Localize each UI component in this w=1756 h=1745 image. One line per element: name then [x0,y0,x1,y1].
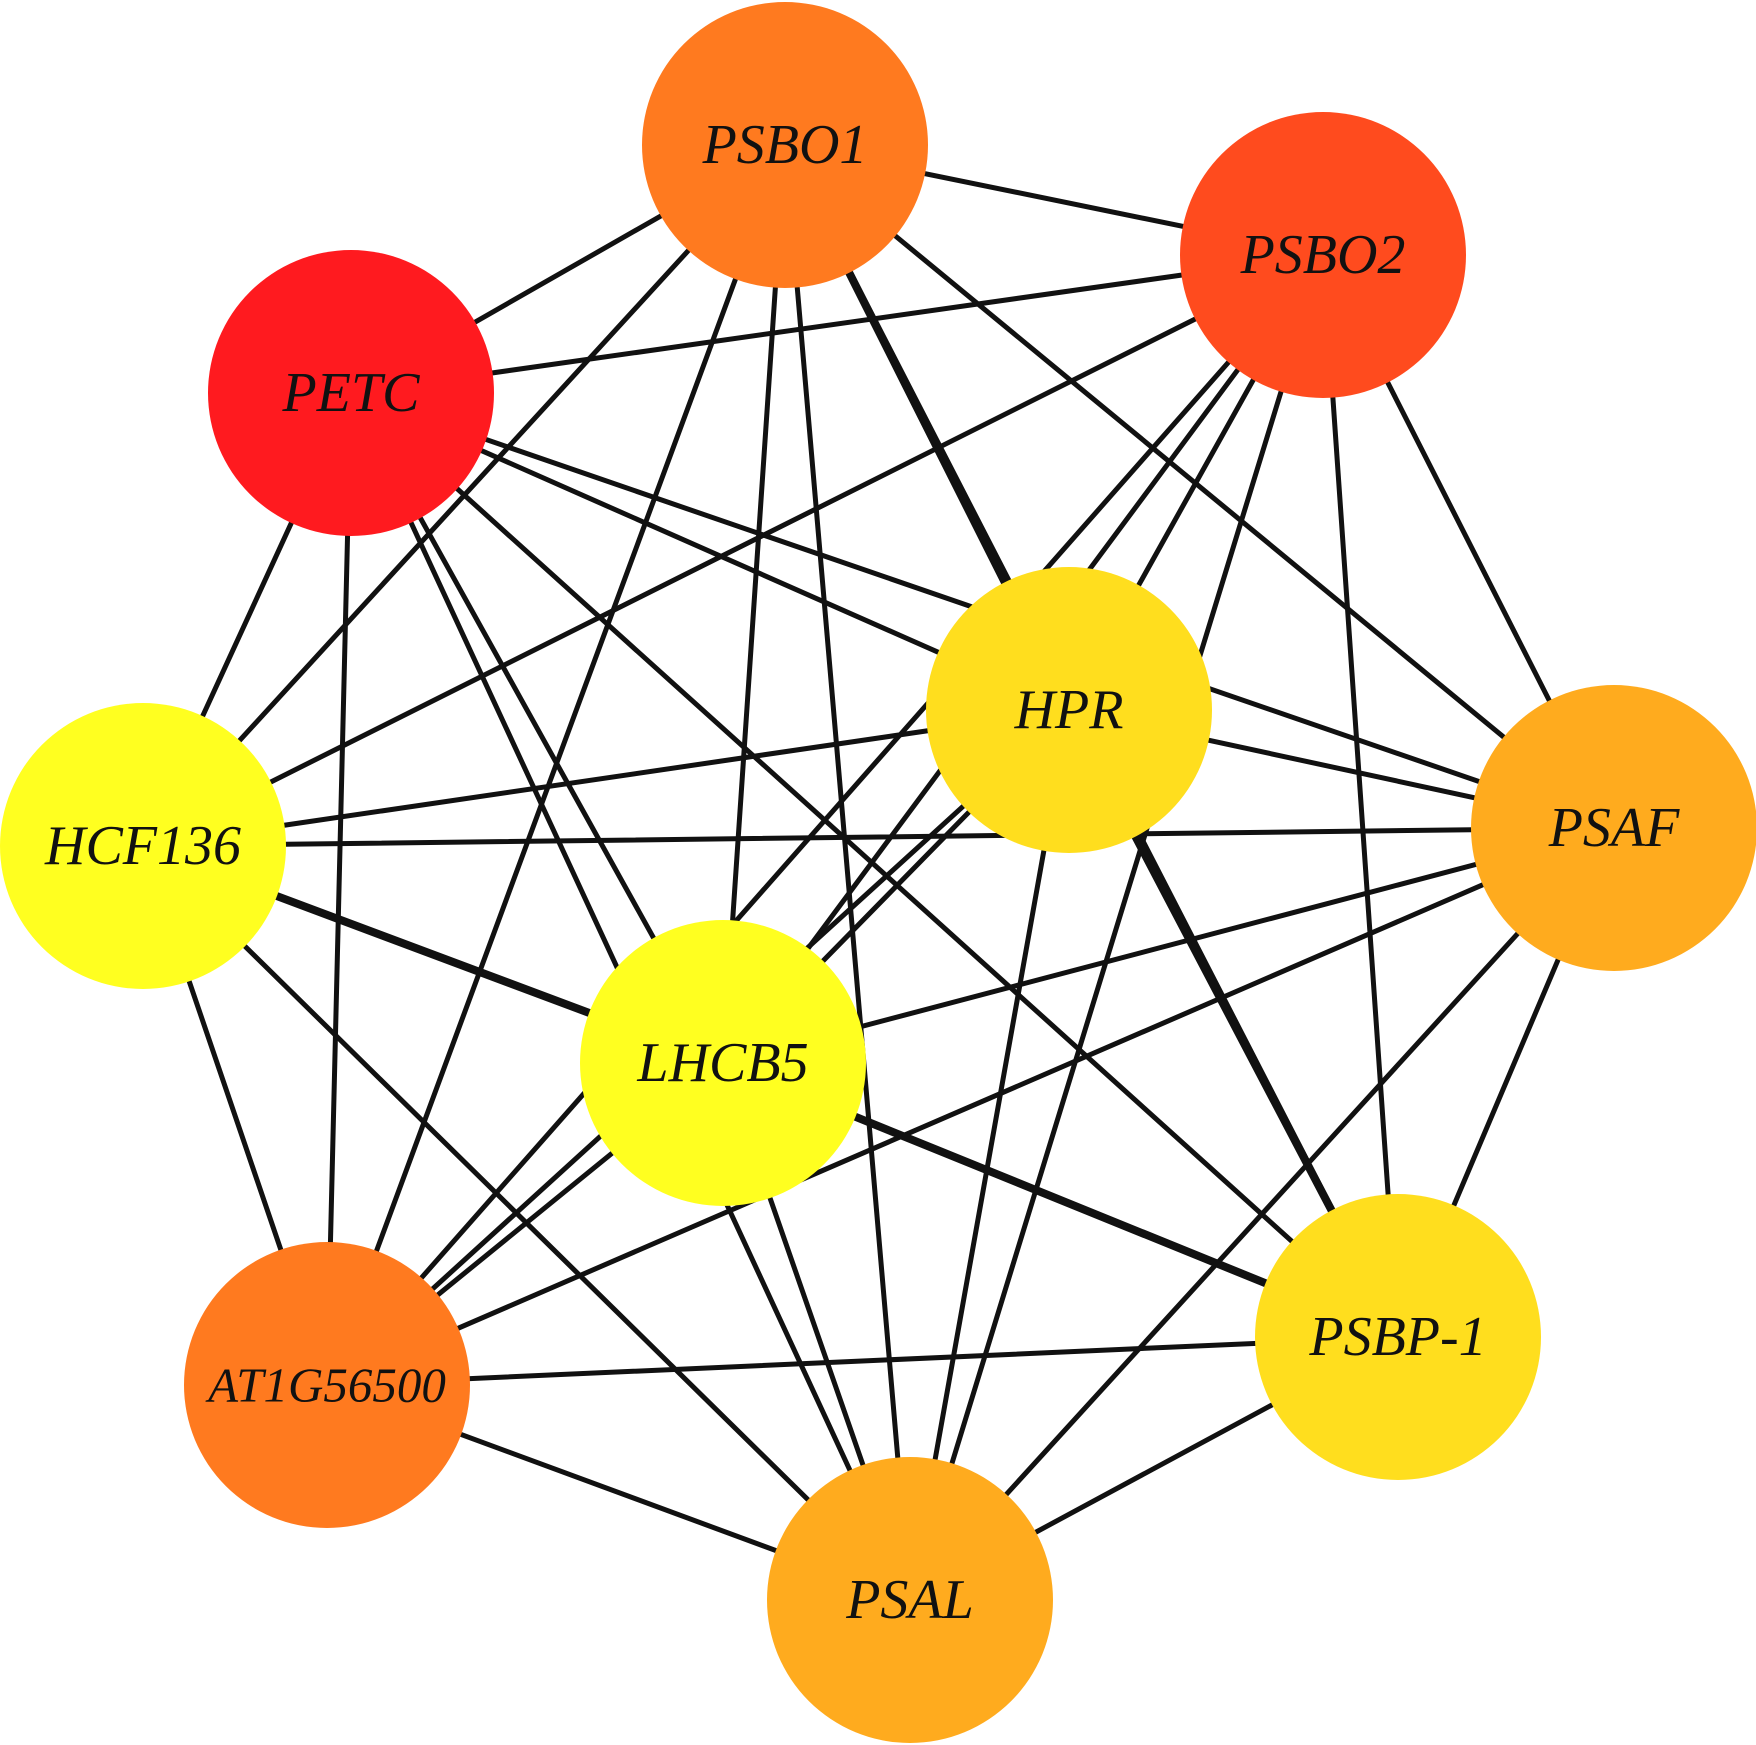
node-circle-hpr [926,567,1212,853]
node-label-psal: PSAL [845,1569,974,1631]
node-label-psaf: PSAF [1548,797,1680,859]
node-lhcb5: LHCB5 [580,920,866,1206]
node-circle-psbo2 [1180,112,1466,398]
edge-psbo2-psbp-1 [1320,252,1401,1340]
node-label-lhcb5: LHCB5 [636,1032,808,1094]
edge-petc-psbp-1 [348,390,1401,1340]
edge-psbo2-hcf136 [140,252,1326,849]
node-label-psbo1: PSBO1 [702,114,868,176]
node-circle-psal [767,1457,1053,1743]
edge-psbo2-psal [907,252,1326,1603]
node-psaf: PSAF [1471,685,1756,971]
node-psbo2: PSBO2 [1180,112,1466,398]
node-petc: PETC [208,250,494,536]
node-psbp-1: PSBP-1 [1255,1194,1541,1480]
edge-psaf-hcf136 [140,825,1617,849]
edge-psaf-at1g56500 [324,825,1617,1388]
edge-petc-at1g56500 [324,390,354,1388]
node-label-at1g56500: AT1G56500 [205,1358,446,1413]
node-label-hpr: HPR [1014,679,1124,741]
node-label-petc: PETC [282,362,421,424]
node-psbo1: PSBO1 [642,2,928,288]
edge-psbo1-lhcb5 [720,142,788,1066]
node-hpr: HPR [926,567,1212,853]
node-circle-petc [208,250,494,536]
node-circle-hcf136 [0,703,286,989]
node-label-psbp-1: PSBP-1 [1308,1306,1486,1368]
node-label-psbo2: PSBO2 [1240,224,1406,286]
edge-psaf-lhcb5 [720,825,1617,1066]
node-circle-psbo1 [642,2,928,288]
edge-hpr-psal [907,707,1072,1603]
node-circle-psbp-1 [1255,1194,1541,1480]
node-psal: PSAL [767,1457,1053,1743]
edge-psbp-1-at1g56500 [324,1334,1401,1388]
node-circle-lhcb5 [580,920,866,1206]
edge-hpr-hcf136 [140,707,1072,849]
node-hcf136: HCF136 [0,703,286,989]
edge-psbo2-petc [348,252,1326,396]
node-at1g56500: AT1G56500 [184,1242,470,1528]
node-circle-at1g56500 [184,1242,470,1528]
node-circle-psaf [1471,685,1756,971]
edge-psbo1-psaf [782,142,1617,831]
edge-psaf-psal [907,825,1617,1603]
node-label-hcf136: HCF136 [44,815,241,877]
